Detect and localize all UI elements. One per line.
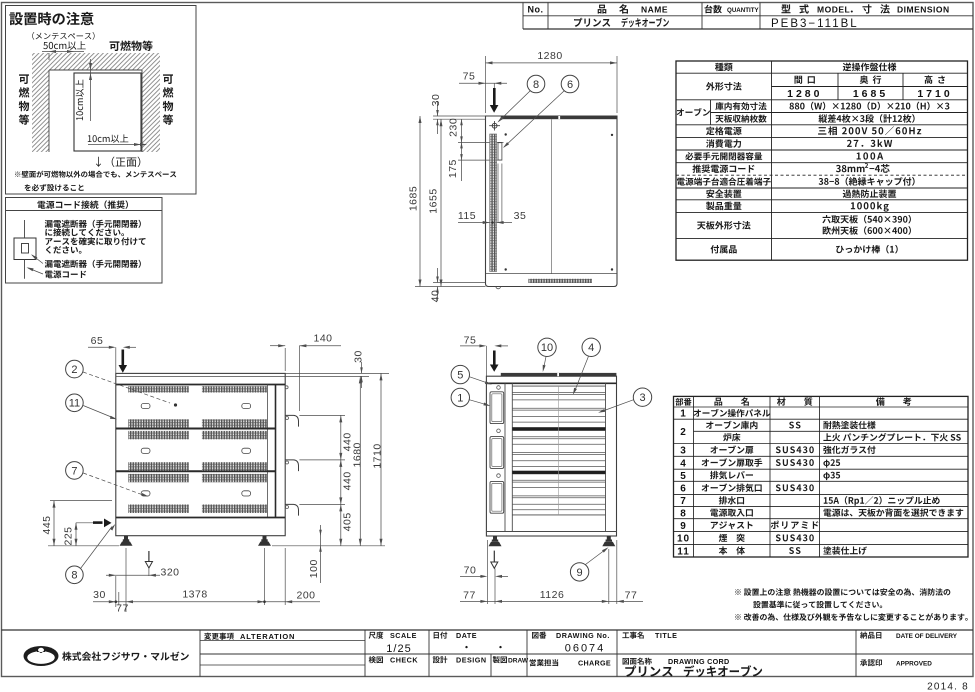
svg-text:11: 11 bbox=[69, 398, 80, 410]
svg-text:9: 9 bbox=[577, 567, 583, 579]
svg-text:1378: 1378 bbox=[182, 589, 207, 601]
svg-text:11: 11 bbox=[677, 546, 690, 557]
svg-text:No.: No. bbox=[528, 4, 544, 14]
svg-text:30: 30 bbox=[430, 94, 442, 107]
svg-text:DESIGN: DESIGN bbox=[456, 656, 487, 665]
svg-text:77: 77 bbox=[116, 603, 129, 615]
svg-text:175: 175 bbox=[447, 159, 459, 178]
svg-text:1: 1 bbox=[457, 392, 463, 404]
svg-text:70: 70 bbox=[464, 565, 477, 577]
svg-text:440: 440 bbox=[342, 432, 354, 451]
svg-text:06074: 06074 bbox=[565, 643, 606, 655]
svg-text:5: 5 bbox=[457, 370, 463, 382]
svg-text:SCALE: SCALE bbox=[390, 631, 417, 640]
svg-text:DATE: DATE bbox=[456, 631, 477, 640]
svg-text:7: 7 bbox=[71, 465, 77, 477]
svg-text:2: 2 bbox=[680, 427, 687, 438]
svg-text:4: 4 bbox=[588, 342, 594, 354]
svg-text:1710: 1710 bbox=[371, 443, 383, 468]
svg-text:3: 3 bbox=[680, 446, 687, 457]
svg-text:8: 8 bbox=[533, 79, 539, 91]
svg-text:10: 10 bbox=[677, 534, 690, 545]
svg-text:7: 7 bbox=[680, 496, 687, 507]
svg-text:77: 77 bbox=[625, 590, 638, 602]
svg-text:1280: 1280 bbox=[787, 88, 822, 100]
svg-text:3: 3 bbox=[639, 392, 645, 404]
svg-text:MODEL: MODEL bbox=[817, 4, 850, 14]
svg-text:1680: 1680 bbox=[352, 442, 364, 467]
svg-text:PEB3−111BL: PEB3−111BL bbox=[771, 18, 859, 30]
svg-text:1: 1 bbox=[680, 409, 687, 420]
svg-text:75: 75 bbox=[464, 335, 477, 347]
svg-text:CHARGE: CHARGE bbox=[578, 659, 611, 668]
svg-text:115: 115 bbox=[458, 210, 476, 222]
svg-text:QUANTITY: QUANTITY bbox=[727, 7, 759, 14]
svg-text:DIMENSION: DIMENSION bbox=[897, 4, 950, 14]
svg-text:140: 140 bbox=[313, 333, 332, 345]
svg-text:225: 225 bbox=[62, 526, 74, 545]
svg-text:9: 9 bbox=[680, 521, 687, 532]
svg-text:6: 6 bbox=[567, 79, 573, 91]
svg-text:8: 8 bbox=[680, 508, 687, 519]
svg-text:6: 6 bbox=[680, 483, 687, 494]
svg-text:40: 40 bbox=[429, 290, 441, 303]
svg-text:2014. 8: 2014. 8 bbox=[927, 682, 969, 692]
svg-text:2: 2 bbox=[71, 364, 77, 376]
svg-text:NAME: NAME bbox=[641, 4, 668, 14]
svg-text:8: 8 bbox=[71, 570, 77, 582]
svg-text:200: 200 bbox=[296, 590, 315, 602]
svg-text:TITLE: TITLE bbox=[655, 631, 677, 640]
svg-text:ALTERATION: ALTERATION bbox=[240, 632, 295, 641]
svg-text:5: 5 bbox=[680, 471, 687, 482]
svg-text:230: 230 bbox=[447, 118, 459, 137]
svg-text:1655: 1655 bbox=[427, 188, 439, 213]
svg-text:DRAWING No.: DRAWING No. bbox=[556, 631, 610, 640]
svg-text:75: 75 bbox=[463, 71, 476, 83]
svg-text:440: 440 bbox=[342, 471, 354, 490]
svg-text:65: 65 bbox=[91, 335, 104, 347]
svg-text:30: 30 bbox=[93, 589, 106, 601]
svg-text:1280: 1280 bbox=[537, 50, 562, 62]
svg-text:1126: 1126 bbox=[540, 589, 565, 601]
svg-text:1685: 1685 bbox=[407, 186, 419, 211]
svg-text:445: 445 bbox=[41, 515, 53, 534]
svg-text:405: 405 bbox=[342, 512, 354, 531]
svg-text:320: 320 bbox=[160, 567, 179, 579]
svg-text:CHECK: CHECK bbox=[390, 656, 418, 665]
svg-text:4: 4 bbox=[680, 458, 687, 469]
svg-text:DRAWING CORD: DRAWING CORD bbox=[668, 657, 730, 666]
svg-text:35: 35 bbox=[514, 210, 527, 222]
svg-text:1/25: 1/25 bbox=[386, 643, 411, 655]
svg-text:30: 30 bbox=[352, 350, 364, 363]
svg-text:77: 77 bbox=[463, 590, 476, 602]
svg-text:100: 100 bbox=[308, 559, 320, 578]
svg-text:DRAW: DRAW bbox=[508, 658, 529, 665]
svg-text:DATE OF DELIVERY: DATE OF DELIVERY bbox=[896, 633, 958, 640]
svg-text:1710: 1710 bbox=[917, 88, 952, 100]
svg-text:10: 10 bbox=[541, 342, 553, 354]
svg-text:APPROVED: APPROVED bbox=[896, 661, 932, 668]
svg-text:1685: 1685 bbox=[853, 88, 888, 100]
